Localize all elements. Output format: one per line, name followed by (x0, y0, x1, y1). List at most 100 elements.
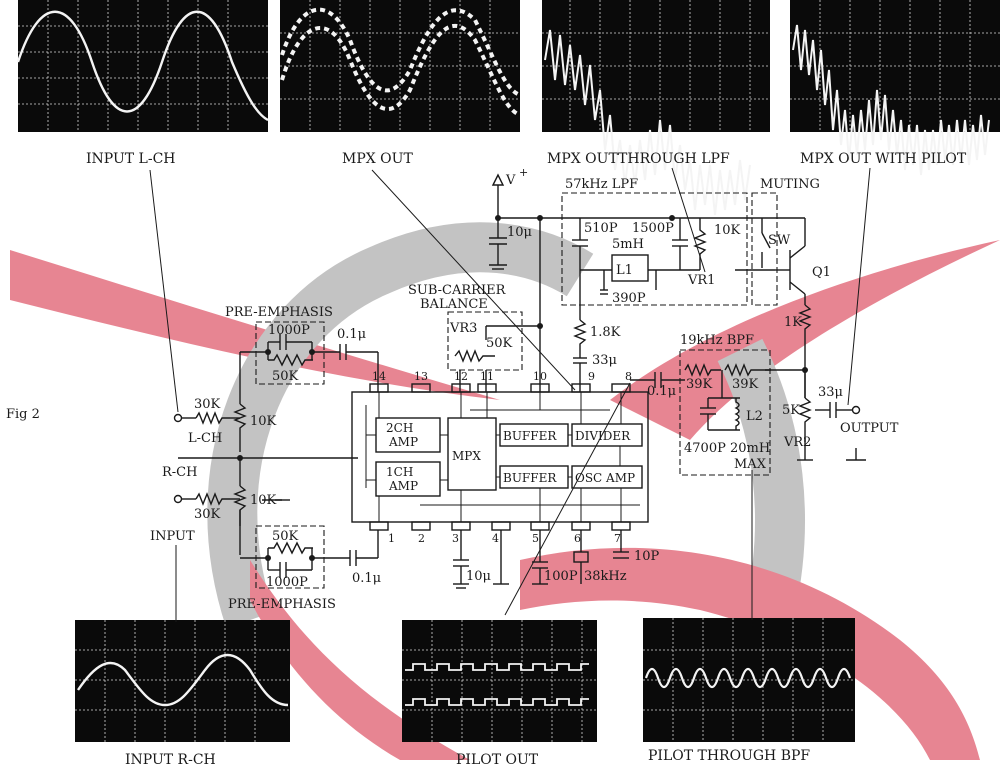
block-1ch-amp-l1: 1CH (386, 465, 413, 479)
block-osc-amp: OSC AMP (575, 471, 635, 485)
resistor-10k-top: 10K (714, 223, 741, 238)
l-ch-label: L-CH (188, 431, 222, 446)
pin-12: 12 (454, 370, 468, 383)
pin-8: 8 (625, 370, 632, 383)
resistor-30k-r: 30K (194, 507, 221, 522)
waveform-pilot-bpf (644, 667, 852, 689)
caption-mpx-out-with-pilot: MPX OUT WITH PILOT (800, 151, 967, 167)
waveform-mpx-a (280, 24, 521, 117)
cap-100p: 100P (544, 569, 578, 584)
cap-390p: 390P (612, 291, 646, 306)
r-ch-label: R-CH (162, 465, 197, 480)
waveform-pilot-square-a (405, 663, 589, 671)
watermark-red-swoosh-lower-left (250, 560, 470, 760)
output-label: OUTPUT (840, 421, 899, 436)
pin-7: 7 (614, 532, 621, 545)
caption-mpx-out: MPX OUT (342, 151, 413, 167)
block-mpx: MPX (452, 449, 481, 463)
inductor-max-label: MAX (734, 457, 767, 472)
resistor-39k-a: 39K (686, 377, 713, 392)
caption-mpx-through-lpf: MPX OUTTHROUGH LPF (547, 151, 730, 167)
cap-0-1u-top: 0.1μ (337, 327, 366, 342)
waveform-input-l (16, 10, 269, 122)
callout-lines (149, 167, 871, 622)
pre-emphasis-top-label: PRE-EMPHASIS (225, 305, 333, 320)
switch-sw-label: SW (768, 233, 791, 248)
cap-10p: 10P (634, 549, 660, 564)
bpf-section: 19kHz BPF 0.1μ 39K 39K L2 4700P 20mH MAX (630, 333, 808, 476)
pre-emphasis-bottom-label: PRE-EMPHASIS (228, 597, 336, 612)
figure-label: Fig 2 (6, 407, 40, 422)
vplus-superscript: + (519, 166, 528, 179)
resistor-1-8k: 1.8K (590, 325, 621, 340)
watermark-gray-arc (207, 222, 594, 628)
pin-14: 14 (372, 370, 386, 383)
scope-pilot-through-bpf (643, 618, 855, 742)
waveform-input-r (77, 653, 289, 707)
pin-6: 6 (574, 532, 581, 545)
vplus-label: V (505, 173, 516, 188)
cap-4700p: 4700P (684, 441, 726, 456)
cap-33u-out: 33μ (818, 385, 843, 400)
crystal-38khz: 38kHz (584, 569, 627, 584)
vr1-label: VR1 (687, 273, 715, 288)
resistor-1k: 1K (784, 315, 802, 330)
pin-10: 10 (533, 370, 547, 383)
resistor-50k-bot: 50K (272, 529, 299, 544)
resistor-10k-l: 10K (250, 414, 277, 429)
resistor-50k-vr3: 50K (486, 336, 513, 351)
scope-mpx-out-with-pilot (790, 0, 1000, 176)
subcarrier-balance-section: SUB-CARRIER BALANCE VR3 50K 1.8K 33μ (408, 283, 621, 392)
subcarrier-line-1: SUB-CARRIER (408, 283, 507, 298)
pre-emphasis-bottom: 50K 1000P 0.1μ PRE-EMPHASIS (228, 525, 381, 612)
caption-pilot-through-bpf: PILOT THROUGH BPF (648, 748, 810, 764)
resistor-39k-b: 39K (732, 377, 759, 392)
watermark-red-swoosh-bottom (520, 547, 980, 760)
bottom-pin-components: 10μ 100P 38kHz 10P (453, 530, 660, 589)
input-label: INPUT (150, 529, 195, 544)
scope-mpx-through-lpf (542, 0, 770, 216)
ic-chip: 14 13 12 11 10 9 8 1 2 3 4 5 6 7 2CH AMP… (351, 370, 649, 545)
inductor-5mh: 5mH (612, 237, 644, 252)
caption-input-r-ch: INPUT R-CH (125, 752, 216, 768)
cap-33u: 33μ (592, 353, 617, 368)
cap-0-1u-bpf: 0.1μ (647, 384, 676, 399)
cap-510p: 510P (584, 221, 618, 236)
block-buffer-bottom: BUFFER (503, 471, 557, 485)
muting-title: MUTING (760, 177, 820, 192)
vr3-label: VR3 (449, 321, 477, 336)
lpf-title: 57kHz LPF (565, 177, 638, 192)
pin-13: 13 (414, 370, 428, 383)
cap-0-1u-bot: 0.1μ (352, 571, 381, 586)
waveform-mpx-pilot (792, 24, 990, 176)
pin-1: 1 (388, 532, 395, 545)
pre-emphasis-top: PRE-EMPHASIS 1000P 50K 0.1μ (225, 305, 379, 392)
pin-4: 4 (492, 532, 499, 545)
scope-pilot-out (402, 620, 597, 742)
block-1ch-amp-l2: AMP (388, 479, 418, 493)
pin-9: 9 (588, 370, 595, 383)
scope-grid (18, 0, 268, 132)
caption-pilot-out: PILOT OUT (456, 752, 539, 768)
resistor-50k-top: 50K (272, 369, 299, 384)
block-2ch-amp-l1: 2CH (386, 421, 413, 435)
scope-grid (75, 620, 290, 742)
subcarrier-line-2: BALANCE (420, 297, 488, 312)
block-2ch-amp-l2: AMP (388, 435, 418, 449)
scope-input-l-ch (16, 0, 269, 132)
inductor-l2-label: L2 (746, 409, 763, 424)
input-network: 30K 10K L-CH R-CH 10K 30K INPUT (150, 352, 358, 555)
bpf-title: 19kHz BPF (680, 333, 754, 348)
block-divider: DIVIDER (575, 429, 631, 443)
waveform-mpx-lpf (544, 29, 751, 216)
vr2-label: VR2 (783, 435, 811, 450)
power-rail: V + 10μ (489, 166, 775, 392)
resistor-5k: 5K (782, 403, 800, 418)
waveform-pilot-square-b (405, 698, 589, 706)
cap-1000p-bot: 1000P (266, 575, 308, 590)
scope-mpx-out (280, 0, 521, 132)
caption-input-l-ch: INPUT L-CH (86, 151, 176, 167)
scope-grid (402, 620, 597, 742)
pin-11: 11 (480, 370, 494, 383)
